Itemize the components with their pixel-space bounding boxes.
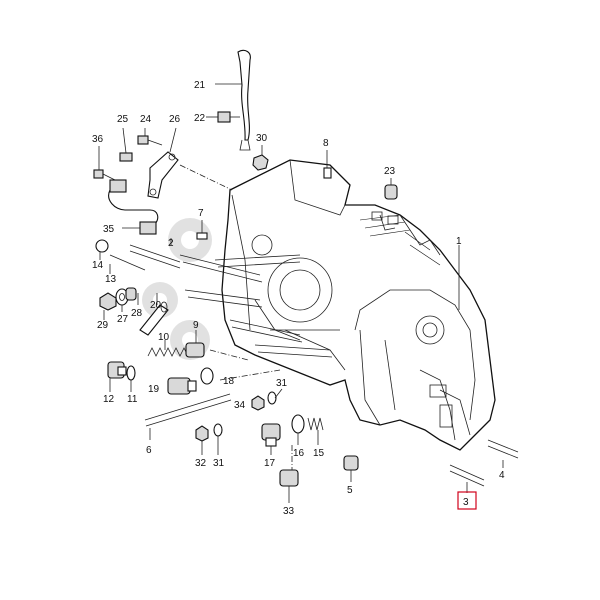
label-10: 10 xyxy=(158,332,170,343)
label-27: 27 xyxy=(117,314,129,325)
label-3: 3 xyxy=(463,497,469,508)
part-33-plug xyxy=(279,469,299,487)
label-26: 26 xyxy=(169,114,181,125)
label-24: 24 xyxy=(140,114,152,125)
label-25: 25 xyxy=(117,114,129,125)
part-18-seal xyxy=(200,367,214,385)
part-29-nut xyxy=(99,292,117,311)
part-32-nut xyxy=(195,425,209,442)
label-28: 28 xyxy=(131,308,143,319)
part-23-plug xyxy=(384,178,398,200)
part-34-nut xyxy=(251,395,265,411)
label-13: 13 xyxy=(105,274,117,285)
label-1: 1 xyxy=(456,236,462,247)
leader-lines xyxy=(99,238,460,503)
part-6-stud xyxy=(144,393,232,440)
label-22: 22 xyxy=(194,113,206,124)
part-31-washer-upper xyxy=(267,391,277,405)
part-36-bolt xyxy=(93,146,116,181)
callout-labels: 21 22 25 24 26 30 8 36 23 35 2 7 1 14 13… xyxy=(92,80,505,517)
label-19: 19 xyxy=(148,384,160,395)
label-14: 14 xyxy=(92,260,104,271)
part-21-bracket xyxy=(215,49,251,151)
label-2: 2 xyxy=(168,238,174,249)
label-21: 21 xyxy=(194,80,206,91)
part-7-pin xyxy=(196,220,208,240)
part-11-seal xyxy=(126,365,136,381)
label-15: 15 xyxy=(313,448,325,459)
watermark xyxy=(142,218,212,360)
part-16-seal xyxy=(291,414,305,434)
studs xyxy=(179,254,340,358)
part-28-cap xyxy=(125,287,137,301)
part-31-washer-lower xyxy=(213,423,223,437)
label-35: 35 xyxy=(103,224,115,235)
part-22-bolt xyxy=(206,111,240,123)
label-11: 11 xyxy=(127,394,138,405)
part-15-spring xyxy=(307,417,324,431)
part-12-plug-screw xyxy=(107,361,127,379)
label-12: 12 xyxy=(103,394,115,405)
label-29: 29 xyxy=(97,320,109,331)
part-13-rod xyxy=(109,254,146,271)
label-20: 20 xyxy=(150,300,162,311)
part-14-ball xyxy=(95,239,109,253)
label-16: 16 xyxy=(293,448,305,459)
label-17: 17 xyxy=(264,458,276,469)
part-3-stud xyxy=(449,464,485,493)
part-19-union xyxy=(167,377,197,395)
crankcase-housing xyxy=(221,159,496,451)
label-6: 6 xyxy=(146,445,152,456)
part-24-25-26-sensor-assembly xyxy=(119,127,233,199)
label-23: 23 xyxy=(384,166,396,177)
label-9: 9 xyxy=(193,320,199,331)
label-8: 8 xyxy=(323,138,329,149)
part-17-plug xyxy=(261,423,281,447)
label-36: 36 xyxy=(92,134,104,145)
part-4-stud xyxy=(487,439,519,468)
highlight-box xyxy=(457,491,477,510)
label-31-lower: 31 xyxy=(213,458,225,469)
part-30-nut xyxy=(252,145,269,171)
label-7: 7 xyxy=(198,208,204,219)
label-31-upper: 31 xyxy=(276,378,288,389)
part-8-pin xyxy=(323,150,332,179)
label-18: 18 xyxy=(223,376,235,387)
part-5-sleeve xyxy=(343,455,359,471)
label-34: 34 xyxy=(234,400,246,411)
part-9-plug xyxy=(185,342,205,358)
label-32: 32 xyxy=(195,458,207,469)
part-35-sensor-cable xyxy=(108,179,159,235)
part-2-stud xyxy=(129,244,181,269)
label-4: 4 xyxy=(499,470,505,481)
part-20-sleeve xyxy=(139,301,169,336)
part-10-spring xyxy=(147,347,189,357)
label-5: 5 xyxy=(347,485,353,496)
label-30: 30 xyxy=(256,133,268,144)
label-33: 33 xyxy=(283,506,295,517)
